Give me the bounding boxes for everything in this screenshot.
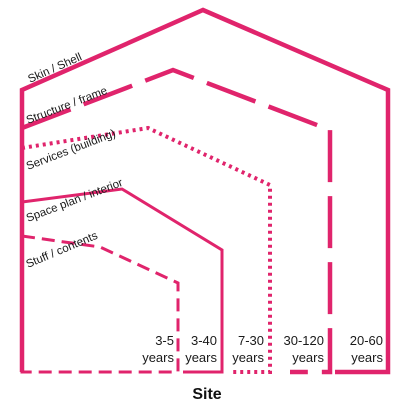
duration-unit-stuff: years — [142, 350, 174, 365]
duration-value-skin: 20-60 — [350, 333, 383, 348]
structure-frame-outline — [21, 67, 333, 375]
duration-value-structure: 30-120 — [284, 333, 324, 348]
duration-unit-services: years — [232, 350, 264, 365]
duration-unit-structure: years — [292, 350, 324, 365]
layer-label-structure-frame: Structure / frame — [25, 85, 109, 127]
duration-value-stuff: 3-5 — [155, 333, 174, 348]
skin-shell-outline — [19, 7, 391, 375]
layer-label-stuff-contents: Stuff / contents — [24, 230, 99, 271]
layer-label-services: Services (building) — [25, 128, 118, 173]
duration-unit-skin: years — [351, 350, 383, 365]
site-title: Site — [192, 386, 221, 403]
services-outline — [21, 125, 272, 374]
space-plan-outline — [21, 187, 224, 374]
duration-unit-space-plan: years — [185, 350, 217, 365]
duration-value-space-plan: 3-40 — [191, 333, 217, 348]
stuff-contents-outline — [20, 234, 180, 374]
duration-value-services: 7-30 — [238, 333, 264, 348]
